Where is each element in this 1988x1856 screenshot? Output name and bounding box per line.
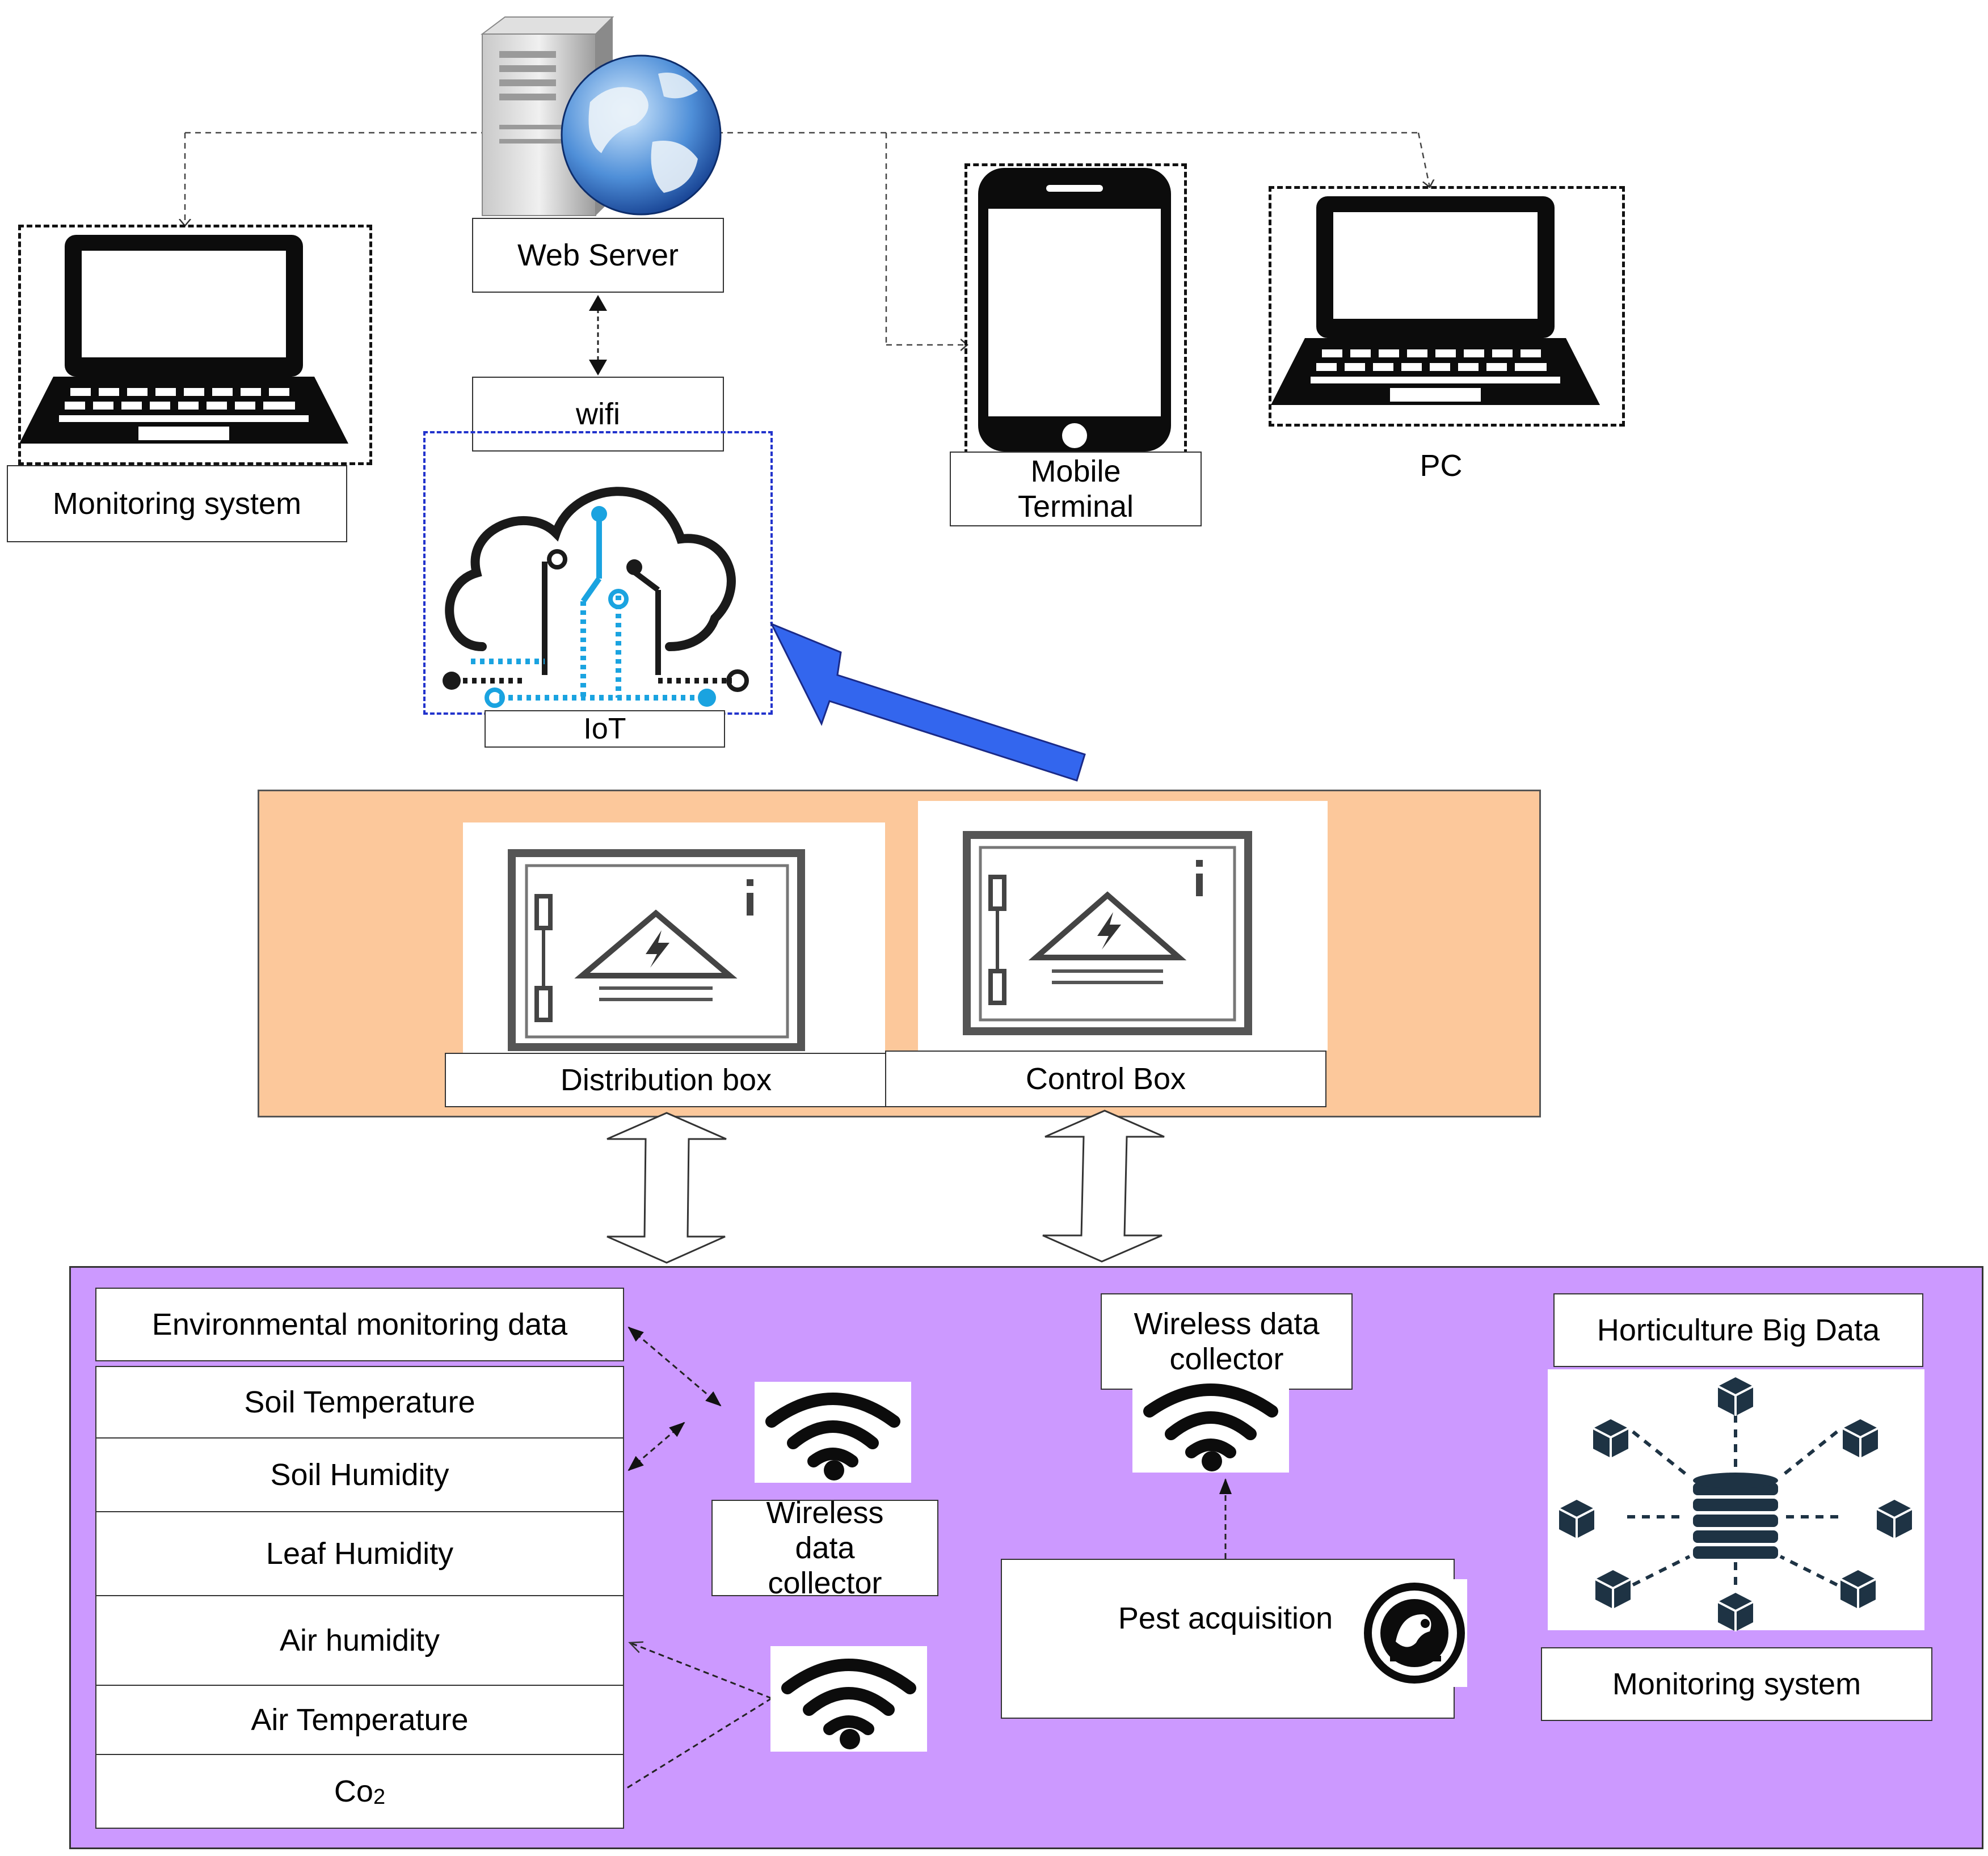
pc-laptop-icon <box>1271 196 1600 405</box>
wifi-lower-icon <box>781 1659 916 1749</box>
horticulture-big-data-label: Horticulture Big Data <box>1553 1293 1923 1367</box>
smartphone-icon <box>978 168 1171 452</box>
server-wifi-double-arrow <box>589 295 607 376</box>
wireless-left-line3: collector <box>768 1566 882 1600</box>
pc-label: PC <box>1420 449 1463 483</box>
iot-cloud-icon <box>443 487 749 708</box>
wireless-collector-right-label: Wireless data collector <box>1101 1293 1353 1390</box>
pest-icon <box>1364 1583 1465 1684</box>
wireless-right-line2: collector <box>1169 1342 1284 1376</box>
distribution-box-icon <box>463 822 885 1054</box>
monitoring-system-bottom-label: Monitoring system <box>1541 1647 1932 1721</box>
pc-frame <box>1269 186 1625 427</box>
wireless-left-line1: Wireless <box>766 1496 884 1530</box>
iot-label: IoT <box>485 710 725 748</box>
wifi-right-icon <box>1143 1383 1278 1471</box>
mobile-terminal-line1: Mobile <box>1030 454 1121 488</box>
control-double-arrow <box>1042 1110 1165 1263</box>
sensor-air-temperature: Air Temperature <box>95 1685 624 1755</box>
wireless-right-line1: Wireless data <box>1134 1307 1320 1341</box>
web-server-label: Web Server <box>472 218 724 293</box>
wireless-left-line2: data <box>795 1531 855 1565</box>
environmental-monitoring-data-label: Environmental monitoring data <box>95 1288 624 1361</box>
mobile-terminal-line2: Terminal <box>1017 490 1134 524</box>
wifi-icon <box>765 1393 900 1480</box>
big-data-icon <box>1559 1377 1913 1631</box>
data-upload-arrow <box>769 622 1086 782</box>
sensor-soil-temperature: Soil Temperature <box>95 1366 624 1439</box>
co2-label: Co <box>334 1774 373 1808</box>
sensor-air-humidity: Air humidity <box>95 1595 624 1686</box>
distribution-double-arrow <box>606 1112 727 1264</box>
co2-subscript: 2 <box>373 1785 386 1809</box>
control-box-icon <box>918 801 1328 1051</box>
wifi-label: wifi <box>472 377 724 452</box>
wireless-collector-left-label: Wireless data collector <box>711 1496 938 1600</box>
laptop-icon <box>19 235 348 444</box>
control-box-label: Control Box <box>885 1051 1326 1107</box>
monitoring-system-label: Monitoring system <box>7 465 347 542</box>
monitoring-laptop-frame <box>18 225 372 465</box>
mobile-terminal-label: Mobile Terminal <box>950 452 1202 526</box>
pest-acquisition-label: Pest acquisition <box>1118 1601 1333 1635</box>
distribution-box-label: Distribution box <box>445 1053 887 1107</box>
server-globe-icon <box>481 16 722 216</box>
